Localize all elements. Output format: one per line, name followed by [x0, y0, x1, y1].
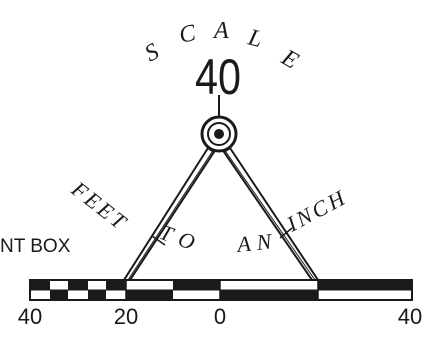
scale-title-letter-a: A: [212, 18, 229, 44]
scale-title-letter-e: E: [276, 44, 303, 75]
phrase-word-to: TO: [156, 219, 206, 257]
scale-title-letter-c: C: [177, 20, 199, 49]
compass-pivot-dot: [214, 129, 224, 139]
scale-bar: [30, 280, 412, 300]
scale-bar-segment: [68, 281, 88, 290]
scale-phrase: FEET TO AN INCH: [66, 176, 351, 258]
scale-bar-label-40-right: 40: [398, 304, 422, 329]
scale-title-letter-l: L: [245, 24, 265, 53]
phrase-word-inch: INCH: [282, 184, 352, 237]
legend-fragment: NT BOX: [0, 236, 71, 257]
scale-bar-label-20: 20: [114, 304, 138, 329]
phrase-word-feet: FEET: [66, 176, 133, 236]
scale-bar-segment: [50, 290, 68, 299]
scale-title-letter-s: S: [141, 39, 164, 68]
scale-bar-segment: [30, 281, 50, 290]
scale-bar-segment: [220, 290, 318, 299]
compass-left-leg-inner: [128, 152, 212, 280]
scale-bar-segment: [88, 290, 106, 299]
scale-bar-label-0: 0: [214, 304, 226, 329]
compass-pivot-icon: [202, 117, 236, 151]
phrase-word-an: AN: [234, 228, 279, 257]
scale-bar-segment: [126, 290, 173, 299]
scale-bar-labels: 40 20 0 40: [18, 304, 422, 329]
scale-bar-segment: [106, 281, 126, 290]
scale-bar-segment: [318, 281, 411, 290]
scale-bar-segment: [173, 281, 220, 290]
compass-left-leg: [124, 148, 214, 280]
drafting-compass-icon: [124, 117, 318, 280]
scale-bar-label-40-left: 40: [18, 304, 42, 329]
